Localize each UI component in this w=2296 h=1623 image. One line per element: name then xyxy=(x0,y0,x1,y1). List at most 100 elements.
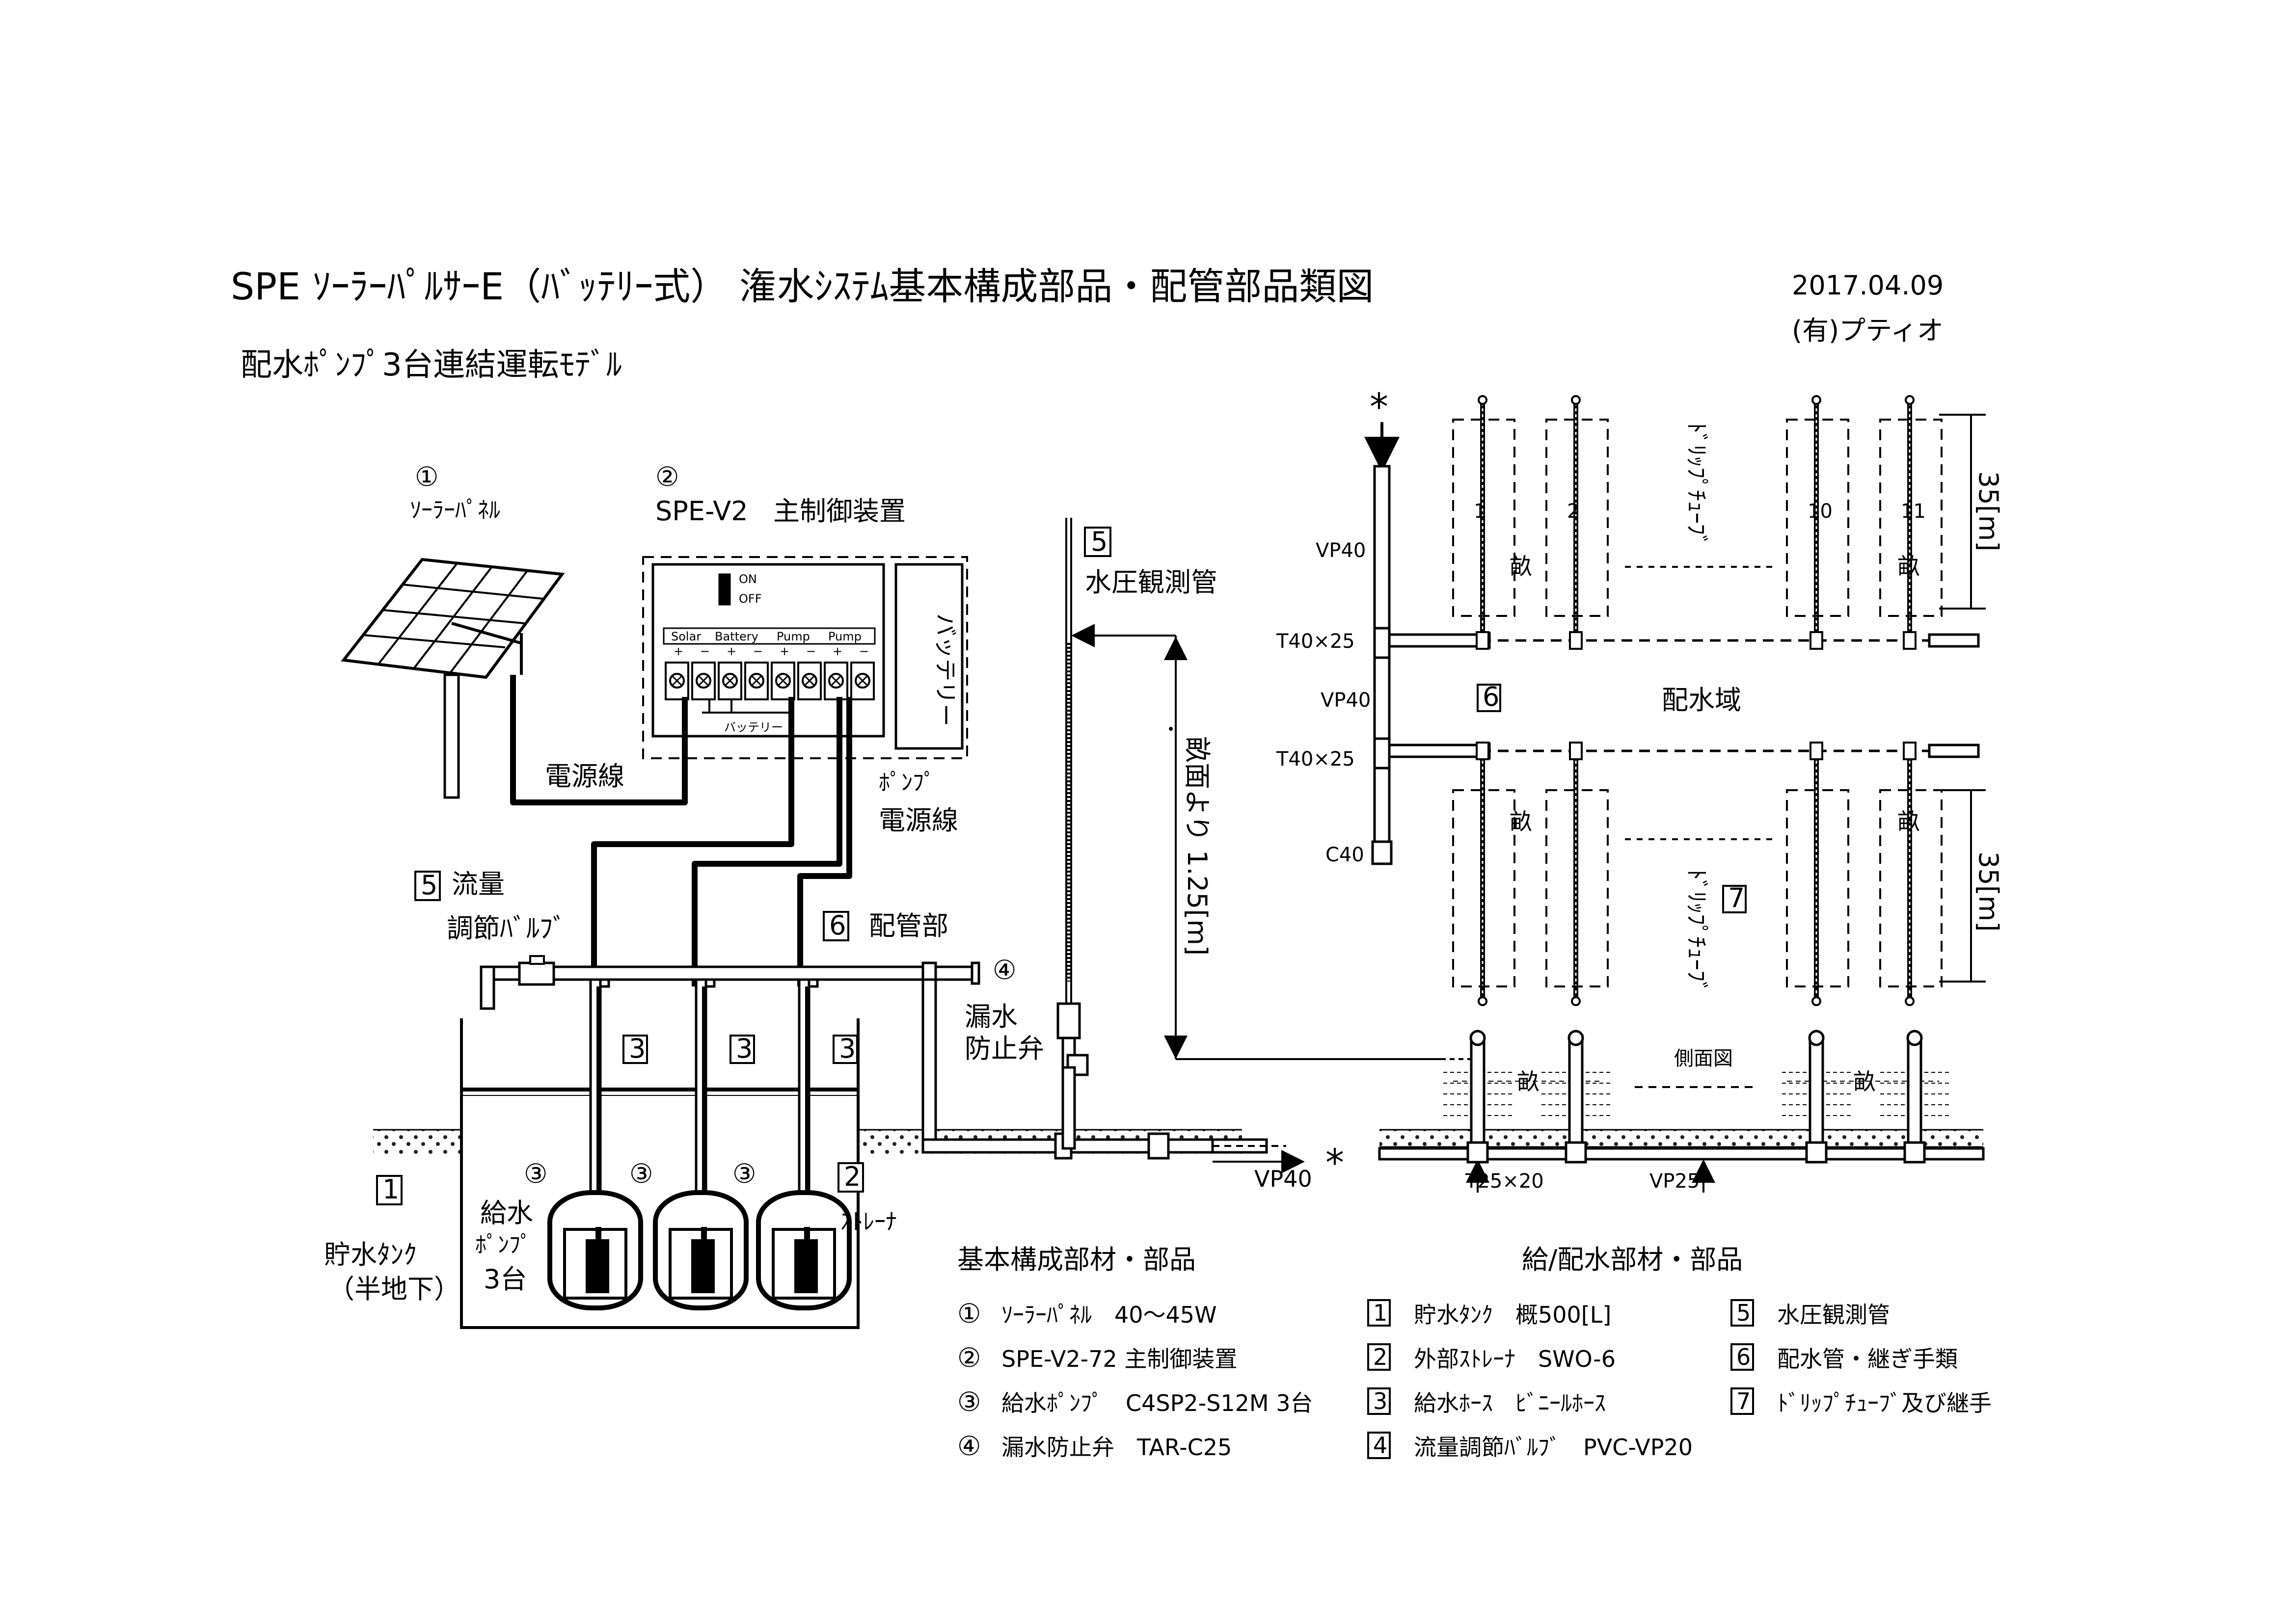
bed-outline xyxy=(1879,419,1943,617)
pump-motor xyxy=(691,1239,715,1293)
legend-box xyxy=(1367,1387,1391,1415)
page-subtitle: 配水ﾎﾟﾝﾌﾟ3台連結運転ﾓﾃﾞﾙ xyxy=(241,347,622,383)
power-switch[interactable] xyxy=(718,573,731,606)
length-top-label: 35[m] xyxy=(1973,471,2004,551)
pumps-label-3: 3台 xyxy=(484,1264,527,1295)
legend-box xyxy=(1367,1343,1391,1371)
riser-cap xyxy=(1906,1030,1923,1046)
tee-fitting xyxy=(1810,742,1823,760)
drip-tube-end xyxy=(1905,996,1915,1006)
tee-bottom-label: T40×25 xyxy=(1276,748,1355,771)
vp25-label: VP25 xyxy=(1649,1170,1700,1193)
area-label: 配水域 xyxy=(1662,685,1741,716)
terminal-screw-slot xyxy=(751,675,762,687)
bed-label: 畝 xyxy=(1897,553,1920,580)
riser-pipe xyxy=(1809,1034,1824,1151)
legend-right-title: 給/配水部材・部品 xyxy=(1522,1244,1743,1275)
tee-fitting xyxy=(1476,631,1489,650)
side-risers: 畝畝 xyxy=(1443,1030,1949,1164)
legend-box xyxy=(1367,1432,1391,1459)
legend-right-no: 5 xyxy=(1736,1300,1751,1326)
gauge-height-label: 畝面より 1.25[m] xyxy=(1182,736,1213,956)
switch-off: OFF xyxy=(739,592,762,606)
terminal-screw-slot xyxy=(804,675,815,687)
tee-fitting xyxy=(1903,631,1917,650)
pumps-label-2: ﾎﾟﾝﾌﾟ xyxy=(475,1231,532,1258)
row-number: 10 xyxy=(1808,500,1833,523)
terminal-polarity: + xyxy=(780,644,789,658)
terminal-header-battery: Battery xyxy=(715,630,758,643)
pump-motor xyxy=(794,1239,818,1293)
drip-tube-top-label: ﾄﾞﾘｯﾌﾟﾁｭｰﾌﾞ xyxy=(1683,422,1710,546)
riser-cap xyxy=(1808,1030,1825,1046)
legend-box xyxy=(1730,1343,1754,1371)
terminal-header-pump2: Pump xyxy=(828,630,862,643)
legend-right-no: 7 xyxy=(1736,1388,1751,1414)
legend-right-no: 2 xyxy=(1373,1344,1387,1370)
tee-fitting xyxy=(1903,742,1917,760)
switch-on: ON xyxy=(739,572,757,586)
battery-label: バッテリー xyxy=(932,613,959,726)
flow-valve-number-box: 5 xyxy=(421,870,437,901)
power-line-label: 電源線 xyxy=(545,761,624,792)
pressure-gauge-tube xyxy=(1056,518,1470,1150)
terminal-screw-slot xyxy=(777,675,789,687)
length-dimensions xyxy=(1939,414,1986,983)
legend-left-no-2: ② xyxy=(957,1342,981,1373)
pump-number: ③ xyxy=(732,1158,756,1189)
leak-valve-number: ④ xyxy=(993,955,1016,985)
bed-outline xyxy=(1545,789,1609,987)
drip-tube-end xyxy=(1478,395,1487,405)
strainer-number: 2 xyxy=(844,1161,861,1192)
legend-box xyxy=(1367,1299,1391,1327)
leak-valve-label-1: 漏水 xyxy=(965,1001,1018,1032)
bed-label: 畝 xyxy=(1897,808,1920,835)
flow-valve-label-2: 調節ﾊﾞﾙﾌﾞ xyxy=(447,913,566,944)
tee-fitting xyxy=(1569,631,1583,650)
riser-tee xyxy=(1903,1141,1926,1164)
riser-cap xyxy=(1567,1030,1584,1046)
riser-tee xyxy=(1565,1141,1587,1164)
row-number: 1 xyxy=(1474,500,1486,523)
riser-cap xyxy=(1469,1030,1486,1046)
legend-left-no-3: ③ xyxy=(957,1386,981,1417)
terminal-screw-slot xyxy=(857,675,868,687)
terminal-header-pump1: Pump xyxy=(777,630,810,643)
pipe-section-label: 配管部 xyxy=(869,910,948,941)
legend-box xyxy=(1730,1387,1754,1415)
tee-top-label: T40×25 xyxy=(1276,630,1355,653)
legend-left-no-4: ④ xyxy=(957,1431,981,1462)
pump-number: ③ xyxy=(629,1158,653,1189)
bed-outline xyxy=(1452,789,1515,987)
riser-pipe xyxy=(1907,1034,1922,1151)
pump-outlet xyxy=(701,1227,707,1239)
outlet-asterisk: * xyxy=(1325,1141,1344,1184)
drip-tube-end xyxy=(1905,395,1915,405)
length-bottom-label: 35[m] xyxy=(1973,851,2004,931)
bed-outline xyxy=(1452,419,1515,617)
controller-label: 主制御装置 xyxy=(773,496,906,527)
legend-left-item-4: 漏水防止弁 TAR-C25 xyxy=(1001,1434,1232,1461)
tank-number: 1 xyxy=(382,1174,399,1205)
bed-label: 畝 xyxy=(1510,808,1532,835)
field-plan: * xyxy=(1364,385,1980,865)
tee-small-label: T25×20 xyxy=(1465,1170,1544,1193)
flow-valve[interactable] xyxy=(518,961,555,986)
pump-number: ③ xyxy=(524,1158,547,1189)
legend-right-item: 配水管・継ぎ手類 xyxy=(1777,1346,1958,1372)
solar-panel: ① ｿｰﾗｰﾊﾟﾈﾙ xyxy=(341,461,565,799)
drip-tube-end xyxy=(1811,996,1821,1006)
outlet-pipe-label: VP40 xyxy=(1254,1166,1312,1192)
legend-right-no: 3 xyxy=(1373,1388,1387,1414)
legend-box xyxy=(1730,1299,1754,1327)
legend-right-item: 水圧観測管 xyxy=(1777,1302,1890,1328)
drip-tube-end xyxy=(1571,395,1581,405)
check-valve[interactable] xyxy=(1056,1002,1081,1039)
tank-label-1: 貯水ﾀﾝｸ xyxy=(324,1239,417,1270)
terminal-header-solar: Solar xyxy=(671,630,701,643)
strainer-label: ｽﾄﾚｰﾅ xyxy=(840,1208,897,1235)
riser-pipe xyxy=(1568,1034,1584,1151)
page-title: SPE ｿｰﾗｰﾊﾟﾙｻｰE（ﾊﾞｯﾃﾘｰ式） 潅水ｼｽﾃﾑ基本構成部品・配管部… xyxy=(231,265,1374,308)
pump-tag-box xyxy=(729,1035,755,1064)
